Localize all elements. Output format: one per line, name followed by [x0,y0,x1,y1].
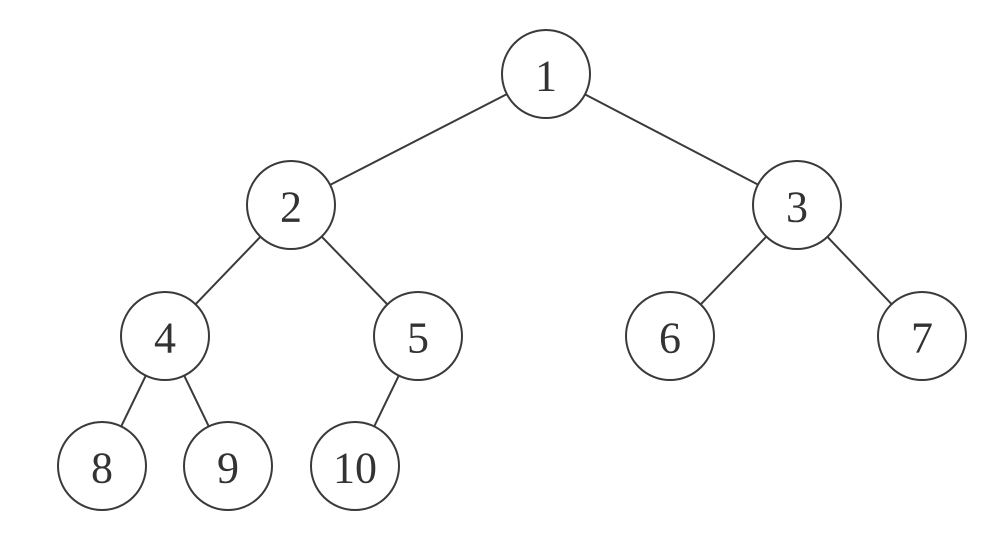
tree-node-1: 1 [501,29,591,119]
edge-n4-n8 [120,375,147,427]
node-label: 3 [786,183,808,232]
edge-n1-n3 [584,93,759,186]
node-circle [183,421,273,511]
tree-nodes: 1 2 3 4 5 6 7 8 9 10 [57,29,967,511]
node-label: 2 [280,183,302,232]
node-label: 8 [91,444,113,493]
node-circle [57,421,147,511]
node-circle [246,160,336,250]
node-circle [120,291,210,381]
edge-n5-n10 [373,375,400,427]
node-label: 7 [911,314,933,363]
tree-node-7: 7 [877,291,967,381]
tree-node-10: 10 [310,421,400,511]
node-label: 4 [154,314,176,363]
edge-n4-n9 [183,375,210,427]
node-circle [310,421,400,511]
tree-node-5: 5 [373,291,463,381]
node-circle [877,291,967,381]
edge-n3-n7 [826,236,893,305]
tree-node-6: 6 [625,291,715,381]
tree-edges [120,93,893,427]
node-label: 1 [535,52,557,101]
node-label: 6 [659,314,681,363]
edge-n3-n6 [699,235,768,306]
tree-node-9: 9 [183,421,273,511]
node-label: 10 [333,444,377,493]
node-circle [625,291,715,381]
edge-n1-n2 [329,93,508,186]
node-circle [752,160,842,250]
node-label: 9 [217,444,239,493]
tree-node-4: 4 [120,291,210,381]
tree-node-2: 2 [246,160,336,250]
node-circle [501,29,591,119]
tree-node-8: 8 [57,421,147,511]
edge-n2-n5 [320,235,389,306]
edge-n2-n4 [194,236,262,305]
node-label: 5 [407,314,429,363]
tree-node-3: 3 [752,160,842,250]
node-circle [373,291,463,381]
